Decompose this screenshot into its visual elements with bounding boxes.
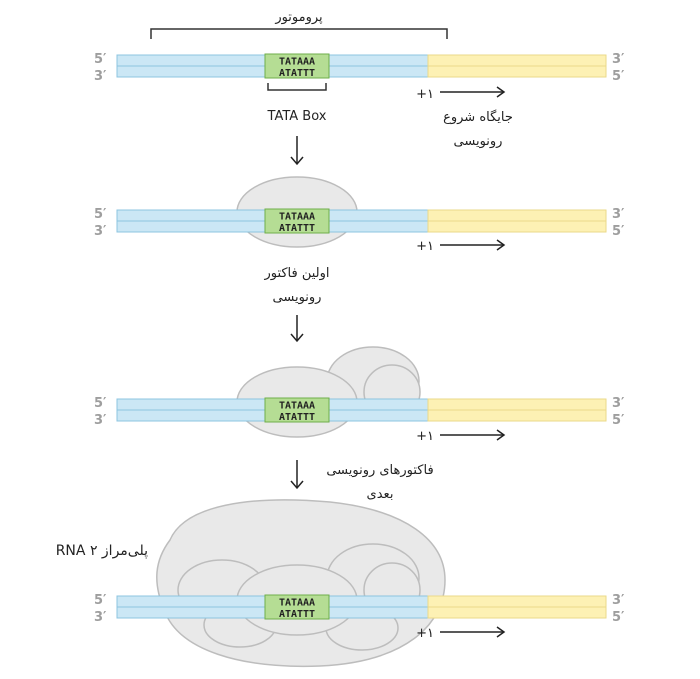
promoter-label: پروموتور [274,10,323,25]
tata-box-label: TATA Box [267,109,327,124]
first-factor-label-line2: رونویسی [273,290,322,305]
gene-strand-bottom [427,409,607,422]
step-arrow-2-head [290,333,304,343]
step-arrow-1-head [290,156,304,166]
next-factors-label-line2: بعدی [367,487,394,502]
start-site-label-line2: رونویسی [454,134,503,149]
tata-bottom-seq: ATATTT [279,223,315,234]
stage-3: TATAAA ATATTT 5′ 3′ 3′ 5′ +۱ فاکتورهای ر… [94,346,625,502]
right-top-end-label: 3′ [612,593,625,608]
gene-strand-top [427,54,607,67]
plus-one-label: +۱ [416,429,434,444]
gene-strand-bottom [427,65,607,78]
tata-box-bracket [267,83,327,91]
rna-polymerase-label: RNA پلی‌مراز ۲ [56,543,148,559]
plus-one-label: +۱ [416,87,434,102]
tata-top-seq: TATAAA [279,212,315,223]
gene-strand-top [427,209,607,222]
step-arrow-3-head [290,480,304,490]
left-bottom-end-label: 3′ [94,610,107,625]
start-arrow-head [496,86,506,98]
left-bottom-end-label: 3′ [94,224,107,239]
gene-strand-bottom [427,606,607,619]
stage-4: RNA پلی‌مراز ۲ TATAAA ATATTT 5′ 3′ 3′ 5′… [56,499,625,668]
right-bottom-end-label: 5′ [612,413,625,428]
tata-top-seq: TATAAA [279,401,315,412]
tata-box [264,594,330,620]
tata-bottom-seq: ATATTT [279,609,315,620]
first-factor-label-line1: اولین فاکتور [263,266,329,281]
tata-box [264,53,330,79]
left-top-end-label: 5′ [94,396,107,411]
tata-box [264,208,330,234]
promoter-bracket [150,28,448,39]
gene-strand-top [427,398,607,411]
start-site-label-line1: جایگاه شروع [443,109,513,125]
start-arrow-head [496,626,506,638]
left-top-end-label: 5′ [94,593,107,608]
tata-top-seq: TATAAA [279,57,315,68]
start-arrow-head [496,429,506,441]
right-bottom-end-label: 5′ [612,69,625,84]
right-top-end-label: 3′ [612,396,625,411]
left-top-end-label: 5′ [94,52,107,67]
right-bottom-end-label: 5′ [612,224,625,239]
left-bottom-end-label: 3′ [94,413,107,428]
tata-bottom-seq: ATATTT [279,68,315,79]
tata-top-seq: TATAAA [279,598,315,609]
tata-box [264,397,330,423]
right-top-end-label: 3′ [612,52,625,67]
right-top-end-label: 3′ [612,207,625,222]
left-bottom-end-label: 3′ [94,69,107,84]
plus-one-label: +۱ [416,626,434,641]
right-bottom-end-label: 5′ [612,610,625,625]
start-arrow-head [496,239,506,251]
gene-strand-top [427,595,607,608]
tata-bottom-seq: ATATTT [279,412,315,423]
plus-one-label: +۱ [416,239,434,254]
stage-2: TATAAA ATATTT 5′ 3′ 3′ 5′ +۱ اولین فاکتو… [94,176,625,343]
stage-1: پروموتور TATAAA ATATTT 5′ 3′ 3′ 5′ TATA … [94,10,625,166]
left-top-end-label: 5′ [94,207,107,222]
gene-strand-bottom [427,220,607,233]
next-factors-label-line1: فاکتورهای رونویسی [326,463,433,478]
